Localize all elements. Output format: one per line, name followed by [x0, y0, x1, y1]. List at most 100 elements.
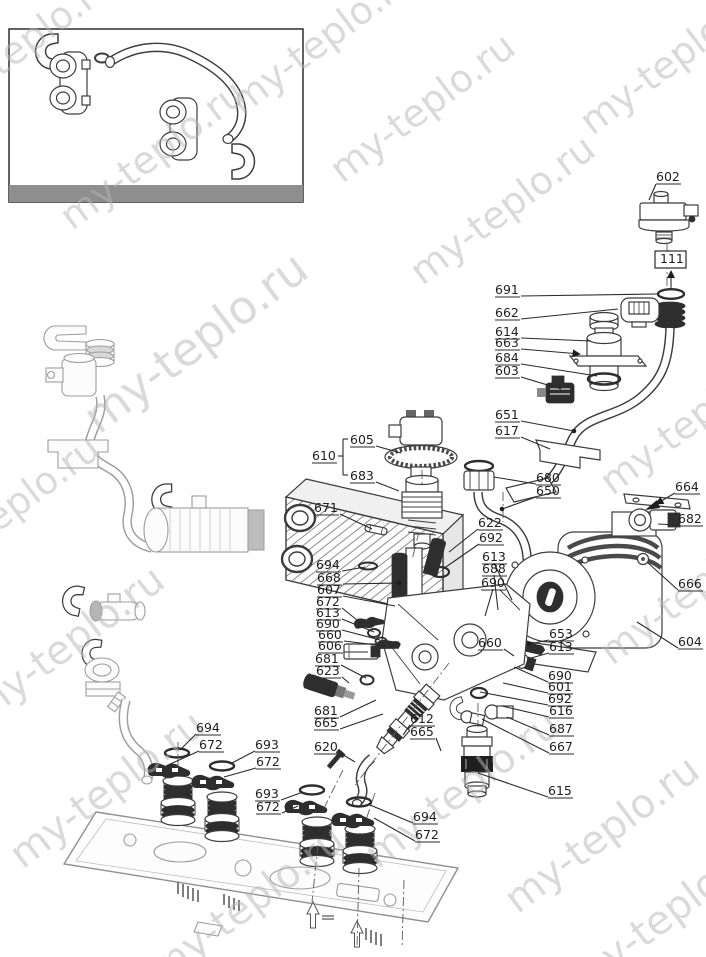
o-ring-694: [345, 796, 373, 808]
part-number-681: 681: [315, 651, 339, 666]
part-number-694: 694: [413, 809, 437, 824]
part-number-604: 604: [678, 634, 702, 649]
callout-668: 668: [317, 570, 402, 586]
part-number-672: 672: [316, 594, 340, 609]
part-number-690: 690: [481, 575, 505, 590]
callout-601: 601: [502, 679, 573, 695]
callout-620: 620: [314, 739, 356, 763]
air-vent-group: [537, 297, 660, 404]
callout-602: 602: [648, 169, 681, 201]
part-number-663: 663: [495, 335, 519, 350]
o-ring-684: [586, 372, 622, 386]
part-number-616: 616: [549, 703, 573, 718]
callout-662: 662: [495, 305, 619, 321]
part-number-666: 666: [678, 576, 702, 591]
part-number-693: 693: [255, 786, 279, 801]
watermark-text: my-teplo.ru: [0, 426, 108, 593]
valve-cartridge: [401, 474, 443, 550]
callout-613: 613: [530, 639, 574, 659]
part-number-694: 694: [196, 720, 220, 735]
part-number-660: 660: [318, 627, 342, 642]
callout-691: 691: [495, 282, 658, 298]
callout-690: 690: [481, 575, 506, 617]
callout-111: 111: [654, 250, 687, 289]
callout-613: 613: [482, 549, 513, 601]
inset-drawing: [34, 33, 256, 180]
part-number-111: 111: [660, 251, 684, 266]
pressure-switch: [638, 190, 699, 245]
dowel-pin: [364, 523, 388, 536]
watermark-text: my-teplo.ru: [321, 24, 523, 191]
part-number-672: 672: [415, 827, 439, 842]
clamp-662: [620, 297, 660, 328]
callout-692: 692: [442, 530, 504, 570]
callout-664: 664: [655, 479, 700, 505]
part-number-603: 603: [495, 363, 519, 378]
motorized-valve-682: [628, 508, 681, 532]
callout-672: 672: [373, 817, 440, 843]
part-number-620: 620: [314, 739, 338, 754]
part-number-683: 683: [350, 468, 374, 483]
callout-681: 681: [314, 699, 377, 719]
callout-660: 660: [318, 627, 386, 647]
part-number-682: 682: [678, 511, 702, 526]
callout-665: 665: [314, 713, 384, 731]
callout-653: 653: [526, 626, 574, 647]
callout-694: 694: [179, 720, 221, 751]
callout-683: 683: [350, 468, 400, 492]
part-number-610: 610: [312, 448, 336, 463]
part-number-615: 615: [548, 783, 572, 798]
callout-690: 690: [513, 666, 573, 684]
assembly-direction-arrows: [306, 900, 364, 948]
callout-665: 665: [410, 724, 442, 752]
part-number-672: 672: [256, 754, 280, 769]
callout-606: 606: [318, 638, 368, 654]
callout-688: 688: [482, 561, 507, 611]
callout-682: 682: [657, 511, 703, 527]
callout-604: 604: [636, 621, 703, 650]
part-number-651: 651: [495, 407, 519, 422]
callout-603: 603: [495, 363, 562, 390]
part-number-687: 687: [549, 721, 573, 736]
screw-glyphs: [177, 882, 382, 946]
callout-660: 660: [478, 635, 515, 657]
callout-694: 694: [369, 804, 438, 825]
part-number-602: 602: [656, 169, 680, 184]
part-number-672: 672: [199, 737, 223, 752]
part-number-691: 691: [495, 282, 519, 297]
inset-caption-bar: [9, 185, 303, 202]
part-number-660: 660: [478, 635, 502, 650]
part-number-622: 622: [478, 515, 502, 530]
part-number-681: 681: [314, 703, 338, 718]
part-number-665: 665: [314, 715, 338, 730]
part-number-613: 613: [316, 605, 340, 620]
part-number-668: 668: [317, 570, 341, 585]
o-ring-693: [208, 760, 236, 772]
callout-650: 650: [499, 483, 561, 512]
part-number-623: 623: [316, 663, 340, 678]
callout-681: 681: [315, 651, 367, 679]
part-number-692: 692: [548, 691, 572, 706]
part-number-671: 671: [314, 500, 338, 515]
o-ring-693: [298, 784, 326, 796]
part-number-680: 680: [536, 470, 560, 485]
callout-672: 672: [223, 754, 281, 778]
callout-623: 623: [316, 663, 350, 684]
part-number-605: 605: [350, 432, 374, 447]
part-number-613: 613: [482, 549, 506, 564]
callout-607: 607: [317, 582, 396, 607]
part-number-692: 692: [479, 530, 503, 545]
callout-614: 614: [495, 324, 592, 342]
o-ring-691: [656, 288, 686, 301]
callout-672: 672: [256, 799, 299, 815]
callout-672: 672: [165, 737, 224, 767]
bottom-manifold-plate: [62, 747, 460, 948]
callout-667: 667: [481, 718, 574, 755]
callout-694: 694: [316, 557, 366, 573]
part-number-650: 650: [536, 483, 560, 498]
callout-690: 690: [316, 616, 381, 641]
part-number-665: 665: [410, 724, 434, 739]
bracket-664: [623, 493, 691, 510]
filter-615: [461, 724, 493, 798]
